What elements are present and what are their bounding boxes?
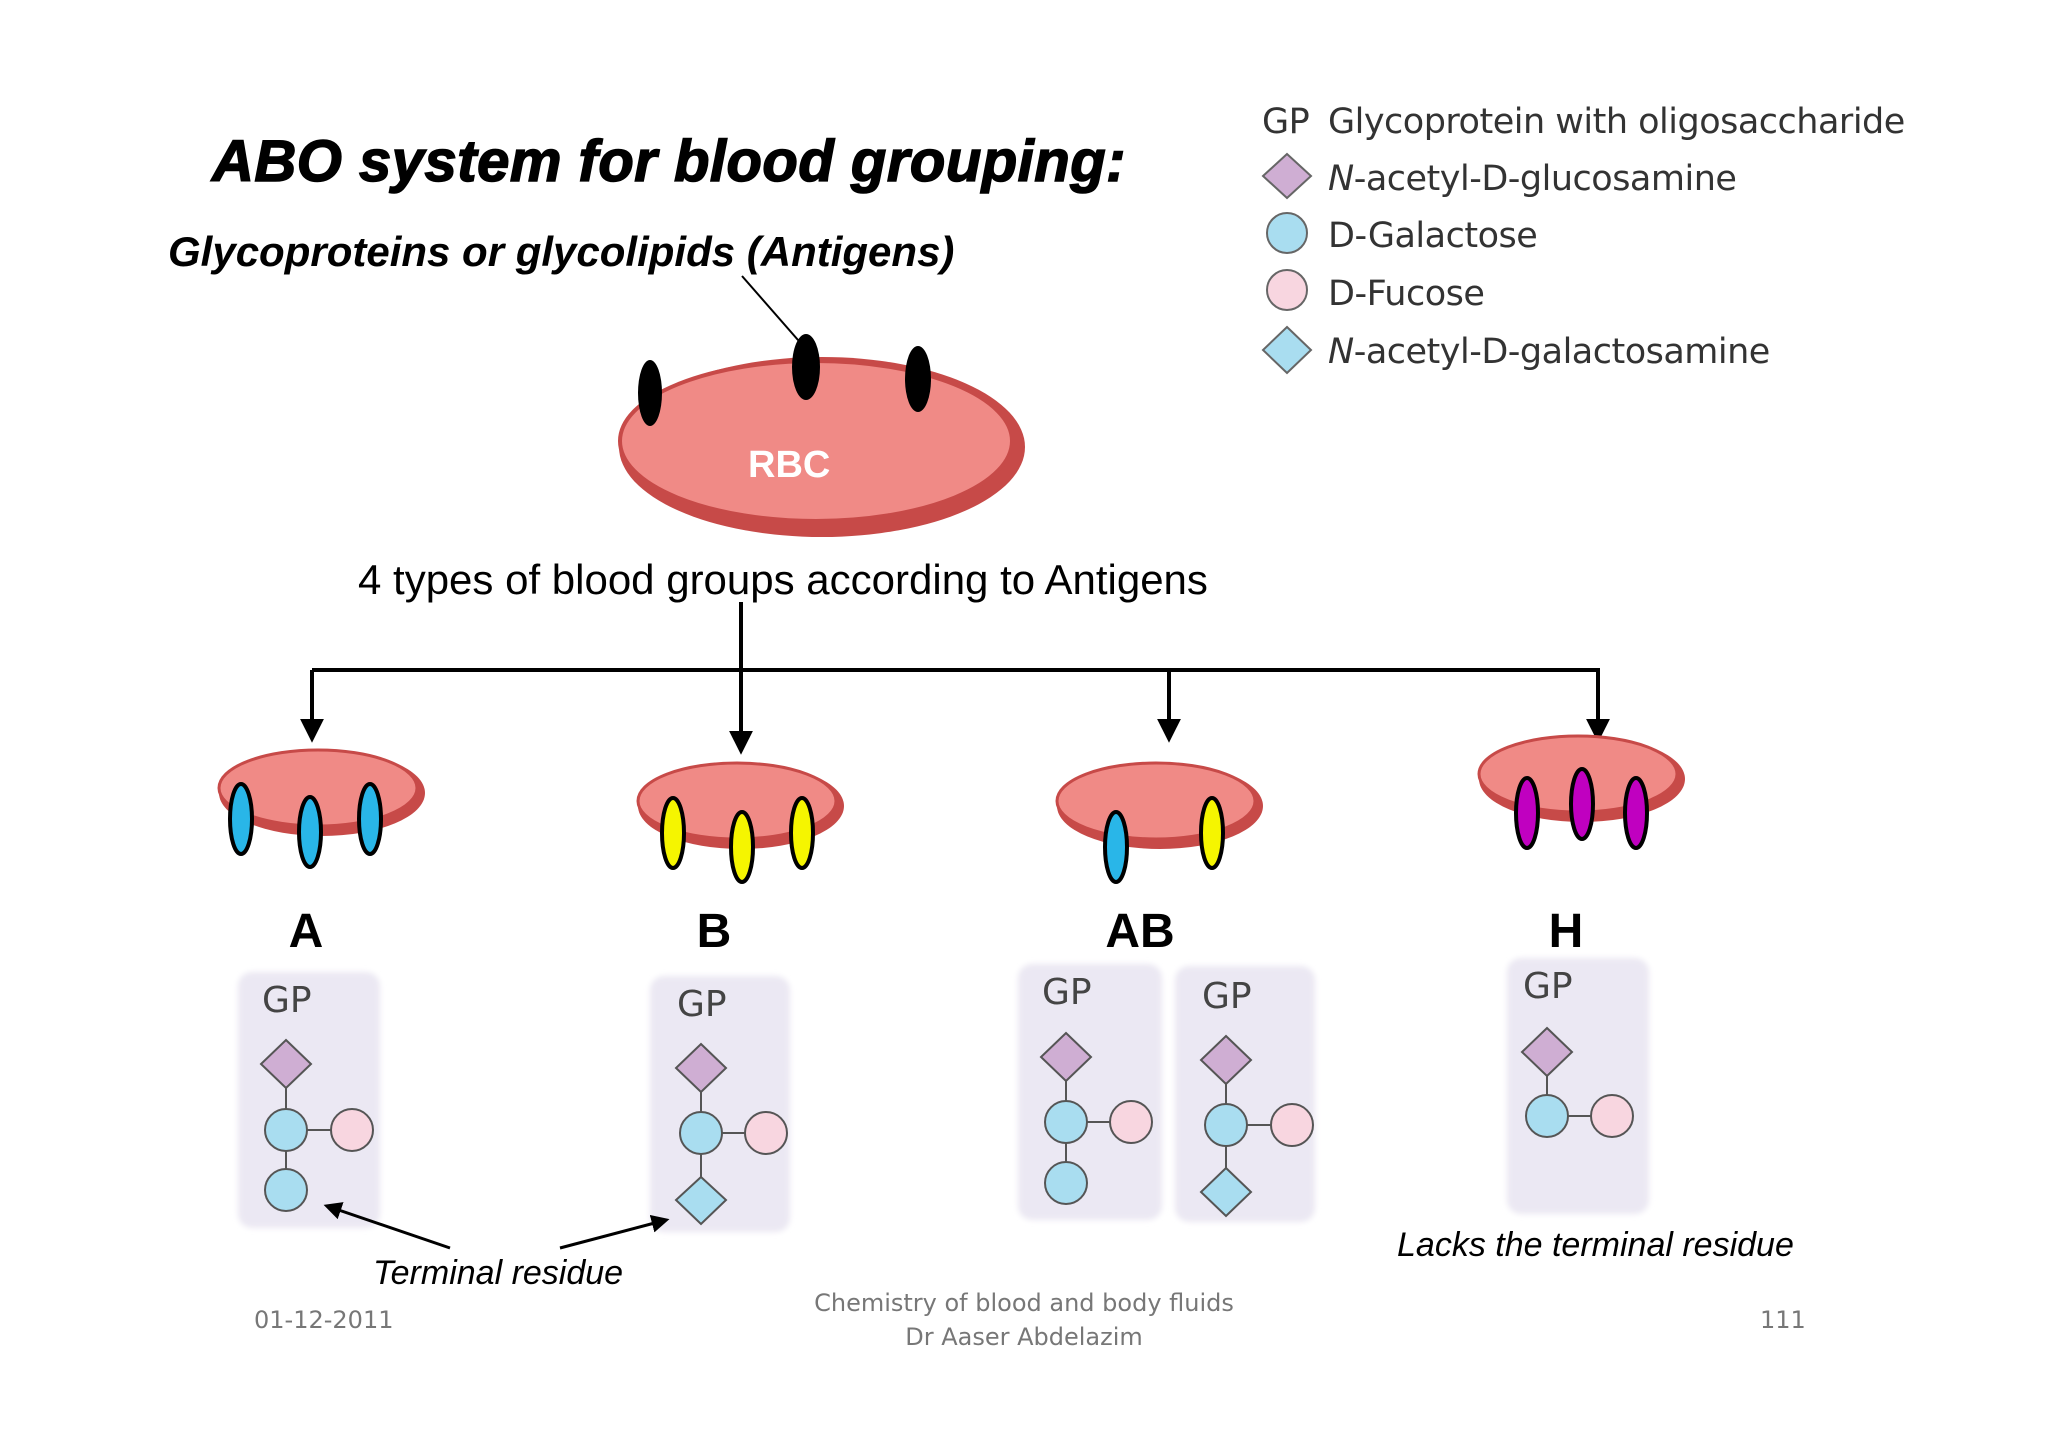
glcnac-diamond (259, 1038, 313, 1090)
legend-item-glcnac: N-acetyl-D-glucosamine (1328, 159, 1737, 199)
terminal-residue-note: Terminal residue (373, 1254, 624, 1292)
structure-ab-2 (1199, 1034, 1314, 1218)
galnac-diamond (674, 1175, 728, 1226)
antigen-b (660, 796, 686, 870)
subtitle-pointer (741, 275, 806, 349)
rbc-group-b (636, 761, 844, 884)
group-connector (300, 602, 1610, 755)
fucose-circle (1109, 1100, 1153, 1144)
legend-prefix: N (1328, 159, 1354, 199)
galactose-circle (1525, 1094, 1569, 1138)
antigen-h (1514, 776, 1540, 850)
group-label-h: H (1548, 905, 1584, 958)
fucose-circle (330, 1108, 374, 1152)
rbc-group-a (217, 748, 425, 869)
galactose-circle (1204, 1103, 1248, 1147)
slide-title: ABO system for blood grouping: (211, 128, 1126, 195)
legend-galactose-circle (1266, 212, 1308, 254)
antigen-a (1103, 810, 1129, 884)
legend-item-fucose: D-Fucose (1328, 274, 1485, 314)
legend-glcnac-diamond (1261, 152, 1313, 200)
terminal-residue-arrows (323, 1202, 670, 1250)
antigen-b (1199, 796, 1225, 870)
group-label-ab: AB (1105, 905, 1175, 958)
legend-gp-text: Glycoprotein with oligosaccharide (1328, 102, 1905, 142)
legend-item-galactose: D-Galactose (1328, 216, 1538, 256)
fucose-circle (1590, 1094, 1634, 1138)
footer-center: Chemistry of blood and body fluids Dr Aa… (814, 1286, 1234, 1354)
slide-subtitle: Glycoproteins or glycolipids (Antigens) (168, 228, 955, 275)
antigen-a (357, 782, 383, 856)
gp-label-a: GP (262, 980, 312, 1021)
gp-label-h: GP (1523, 966, 1573, 1007)
antigen-marker (792, 334, 820, 400)
antigen-marker (638, 360, 662, 426)
antigen-b (729, 810, 755, 884)
legend-galnac-diamond (1261, 325, 1313, 375)
structure-panels (238, 958, 1649, 1232)
antigen-a (228, 782, 254, 856)
group-label-b: B (696, 905, 732, 958)
footer-date: 01-12-2011 (254, 1306, 394, 1334)
legend-prefix: N (1328, 332, 1354, 372)
footer-page-number: 111 (1760, 1306, 1806, 1334)
structure-ab-1 (1039, 1031, 1153, 1205)
rbc-group-h (1477, 734, 1685, 850)
footer-author: Dr Aaser Abdelazim (905, 1323, 1143, 1351)
glcnac-diamond (1520, 1026, 1574, 1078)
rbc-group-ab (1055, 761, 1263, 884)
legend-text: -acetyl-D-galactosamine (1353, 332, 1771, 372)
fucose-circle (1270, 1103, 1314, 1147)
legend-item-galnac: N-acetyl-D-galactosamine (1328, 332, 1770, 372)
gp-label-ab-1: GP (1042, 972, 1092, 1013)
galnac-diamond (1199, 1166, 1253, 1218)
structure-b (674, 1042, 788, 1226)
gp-label-ab-2: GP (1202, 976, 1252, 1017)
main-rbc (618, 334, 1025, 537)
footer-course: Chemistry of blood and body fluids (814, 1289, 1234, 1317)
gp-label-b: GP (677, 984, 727, 1025)
structure-h (1520, 1026, 1634, 1138)
galactose-circle (264, 1108, 308, 1152)
antigen-a (297, 795, 323, 869)
legend-text: D-Galactose (1328, 216, 1538, 256)
structure-a (259, 1038, 374, 1212)
antigen-marker (905, 346, 931, 412)
galactose-circle (1044, 1100, 1088, 1144)
fucose-circle (744, 1111, 788, 1155)
legend-fucose-circle (1266, 269, 1308, 311)
legend-gp-abbr: GP (1262, 102, 1310, 142)
galactose-circle (679, 1111, 723, 1155)
glcnac-diamond (1039, 1031, 1093, 1083)
antigen-b (789, 796, 815, 870)
rbc-label: RBC (748, 444, 831, 486)
antigen-h (1623, 776, 1649, 850)
galactose-circle (264, 1168, 308, 1212)
legend-symbols (1261, 152, 1313, 375)
galactose-circle (1044, 1161, 1088, 1205)
legend-text: -acetyl-D-glucosamine (1353, 159, 1737, 199)
legend-text: D-Fucose (1328, 274, 1485, 314)
antigen-h (1569, 767, 1595, 841)
group-label-a: A (288, 905, 324, 958)
blood-group-types-text: 4 types of blood groups according to Ant… (358, 556, 1208, 603)
glcnac-diamond (1199, 1034, 1253, 1086)
lacks-terminal-note: Lacks the terminal residue (1397, 1226, 1794, 1264)
glcnac-diamond (674, 1042, 728, 1094)
